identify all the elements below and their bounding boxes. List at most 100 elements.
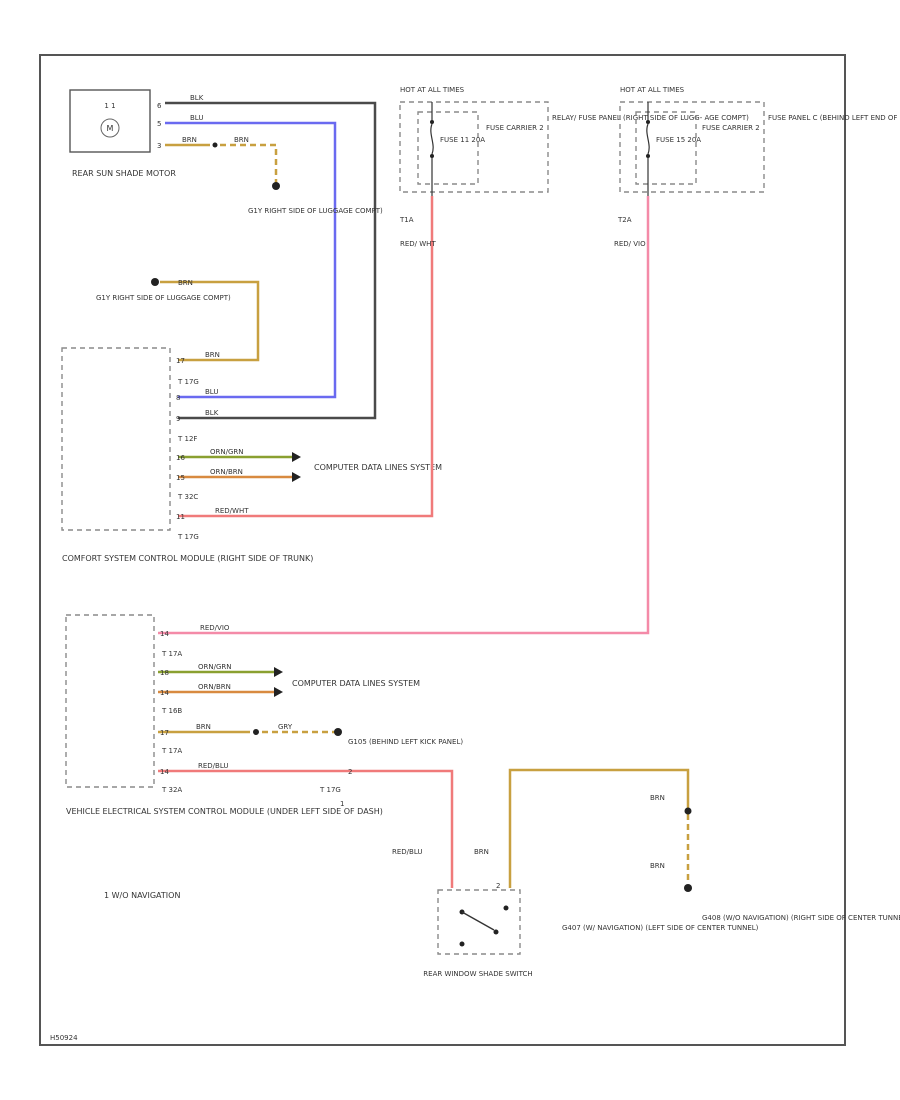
arrow-icon: [292, 472, 301, 482]
navigation-note: 1 W/O NAVIGATION: [104, 891, 180, 900]
svg-text:BRN: BRN: [196, 723, 211, 731]
ground-tunnel-icon: [684, 884, 692, 892]
fuse1-icon: [430, 123, 434, 155]
comfort-pin-17: 17 BRN T 17G: [176, 351, 220, 386]
motor-icon: [100, 118, 120, 138]
wire-brn-motor-label-2: BRN: [234, 136, 249, 144]
switch-wire-right-label: BRN: [474, 848, 489, 856]
svg-text:14: 14: [160, 630, 169, 638]
switch-title: REAR WINDOW SHADE SWITCH: [423, 970, 532, 978]
fuse2-location: FUSE PANEL C (BEHIND LEFT END OF DASH): [768, 114, 900, 122]
motor-symbol: M: [107, 124, 114, 133]
comfort-pin-16: 16 ORN/GRN: [176, 448, 244, 462]
fuse-panel-2: HOT AT ALL TIMES FUSE 15 20A FUSE CARRIE…: [614, 86, 900, 248]
vehicle-pin-brn: 17 BRN T 17A: [160, 723, 211, 755]
inline-pin: 2: [348, 768, 352, 776]
fuse-panel-1: HOT AT ALL TIMES FUSE 11 20A FUSE CARRIE…: [399, 86, 749, 248]
wire-red-blu: [158, 769, 454, 888]
svg-text:18: 18: [160, 669, 169, 677]
wire-blu-label: BLU: [190, 114, 203, 122]
comfort-data-label: COMPUTER DATA LINES SYSTEM: [314, 463, 442, 472]
svg-text:14: 14: [160, 689, 169, 697]
ground-g1y-top-label: G1Y RIGHT SIDE OF LUGGAGE COMPT): [248, 207, 383, 215]
svg-text:15: 15: [176, 474, 185, 482]
vehicle-pin-orn-grn: 18 ORN/GRN: [160, 663, 232, 677]
wire-red-wht: [178, 196, 434, 518]
fuse2-terminal: T2A: [617, 216, 632, 224]
motor-box: [69, 89, 151, 153]
ground-g105-icon: [334, 728, 342, 736]
diagram-border: [39, 54, 846, 1046]
comfort-pin-8: 8 BLU: [176, 388, 218, 402]
svg-text:ORN/BRN: ORN/BRN: [198, 683, 231, 691]
wire-brn-top-label: BRN: [650, 794, 665, 802]
fuse1-label: FUSE 11 20A: [440, 136, 485, 144]
svg-text:17: 17: [160, 729, 169, 737]
arrow-icon: [292, 452, 301, 462]
svg-text:T 32A: T 32A: [161, 786, 182, 794]
svg-text:9: 9: [176, 415, 180, 423]
svg-text:14: 14: [160, 768, 169, 776]
ground-g408-label: G408 (W/O NAVIGATION) (RIGHT SIDE OF CEN…: [702, 914, 900, 922]
connector-dot: [684, 807, 692, 815]
svg-text:16: 16: [176, 454, 185, 462]
ground-g1y-bottom-label: G1Y RIGHT SIDE OF LUGGAGE COMPT): [96, 294, 231, 302]
svg-text:11: 11: [176, 513, 185, 521]
wire-brn-comfort: [160, 280, 260, 362]
ground-g1y-bottom-icon: [151, 278, 159, 286]
connector-dot: [253, 729, 259, 735]
comfort-module-box: [61, 347, 171, 531]
svg-text:ORN/BRN: ORN/BRN: [210, 468, 243, 476]
switch-pin-top: 2: [496, 882, 500, 890]
arrow-icon: [274, 667, 283, 677]
ground-g407-label: G407 (W/ NAVIGATION) (LEFT SIDE OF CENTE…: [562, 924, 759, 932]
fuse2-panel-box: [619, 101, 765, 193]
svg-text:BLU: BLU: [205, 388, 218, 396]
fuse2-wire-label: RED/ VIO: [614, 240, 646, 248]
svg-text:T 12F: T 12F: [177, 435, 197, 443]
fuse1-terminal: T1A: [399, 216, 414, 224]
ground-g1y-top-icon: [272, 182, 280, 190]
svg-text:T 17A: T 17A: [161, 650, 182, 658]
svg-text:17: 17: [176, 357, 185, 365]
ground-g105-label: G105 (BEHIND LEFT KICK PANEL): [348, 738, 463, 746]
svg-text:RED/VIO: RED/VIO: [200, 624, 230, 632]
svg-text:8: 8: [176, 394, 180, 402]
arrow-icon: [274, 687, 283, 697]
vehicle-data-label: COMPUTER DATA LINES SYSTEM: [292, 679, 420, 688]
motor-pin-6: 6: [157, 102, 162, 110]
motor-pin-3: 3: [157, 142, 161, 150]
fuse2-hot-label: HOT AT ALL TIMES: [620, 86, 685, 94]
svg-text:ORN/GRN: ORN/GRN: [198, 663, 232, 671]
svg-text:RED/WHT: RED/WHT: [215, 507, 249, 515]
fuse1-panel-box: [399, 101, 549, 193]
fuse2-icon: [646, 123, 650, 155]
motor-title-1: REAR SUN SHADE MOTOR: [72, 169, 176, 178]
vehicle-module-title: VEHICLE ELECTRICAL SYSTEM CONTROL MODULE…: [66, 807, 383, 816]
fuse1-hot-label: HOT AT ALL TIMES: [400, 86, 465, 94]
fuse1-location: RELAY/ FUSE PANEL (RIGHT SIDE OF LUGG- A…: [552, 114, 749, 122]
inline-note: 1: [340, 800, 344, 808]
vehicle-pin-red-blu: 14 RED/BLU T 32A: [160, 762, 229, 794]
comfort-pin-15: 15 ORN/BRN T 32C: [176, 468, 243, 501]
wire-brn-bottom-label: BRN: [650, 862, 665, 870]
switch-icon: [461, 911, 495, 931]
svg-text:ORN/GRN: ORN/GRN: [210, 448, 244, 456]
wire-gry-label: GRY: [278, 723, 293, 731]
diagram-code: H50924: [50, 1034, 78, 1042]
comfort-pin-9: 9 BLK T 12F: [176, 409, 219, 443]
rear-sun-shade-motor: 1 1 M REAR SUN SHADE MOTOR: [69, 89, 176, 178]
comfort-module-title: COMFORT SYSTEM CONTROL MODULE (RIGHT SID…: [62, 554, 313, 563]
wire-blk: [165, 101, 377, 420]
fuse2-carrier-label: FUSE CARRIER 2: [702, 124, 760, 132]
fuse2-carrier-box: [635, 111, 697, 185]
rear-window-shade-switch: REAR WINDOW SHADE SWITCH: [423, 889, 533, 978]
svg-text:T 16B: T 16B: [161, 707, 182, 715]
fuse1-carrier-box: [417, 111, 479, 185]
comfort-pin-11: 11 RED/WHT T 17G: [176, 507, 249, 541]
wire-blk-label: BLK: [190, 94, 204, 102]
wire-brn-ground-label: BRN: [178, 279, 193, 287]
wire-red-vio: [158, 196, 650, 635]
wire-blu: [165, 121, 337, 399]
